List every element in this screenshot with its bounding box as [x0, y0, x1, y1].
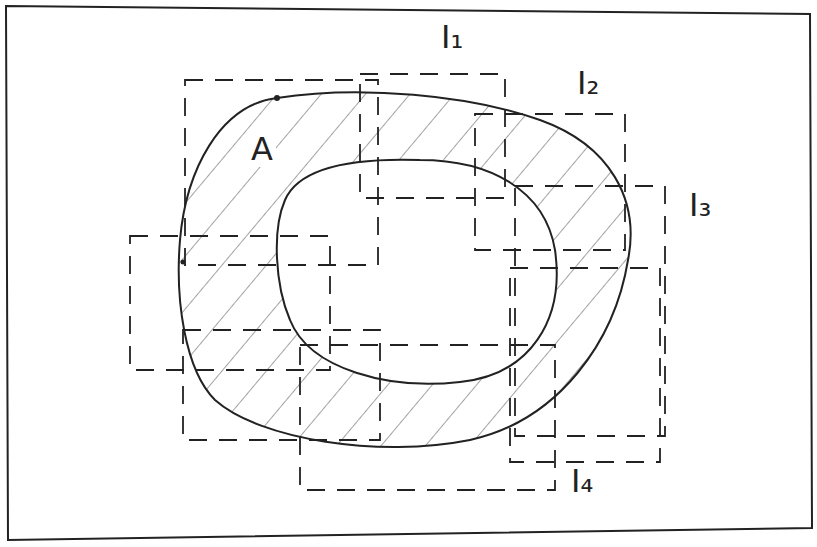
dashed-rectangle [510, 268, 660, 462]
region-label: I₂ [574, 66, 602, 101]
region-label: A [248, 132, 276, 167]
dashed-rectangle [515, 186, 665, 436]
frame [6, 6, 812, 540]
region-label: I₄ [568, 464, 596, 499]
dashed-rectangle [185, 80, 378, 265]
dashed-rectangle [183, 330, 380, 440]
point [274, 95, 280, 101]
dashed-rectangle [475, 114, 625, 250]
dashed-rectangle [300, 345, 555, 490]
region-label: I₁ [438, 20, 466, 55]
region-label: I₃ [686, 188, 714, 223]
dashed-rectangles [130, 74, 665, 490]
dashed-rectangle [360, 74, 505, 198]
outer-boundary [179, 92, 631, 447]
hatched-region [179, 92, 631, 447]
point [181, 260, 186, 265]
